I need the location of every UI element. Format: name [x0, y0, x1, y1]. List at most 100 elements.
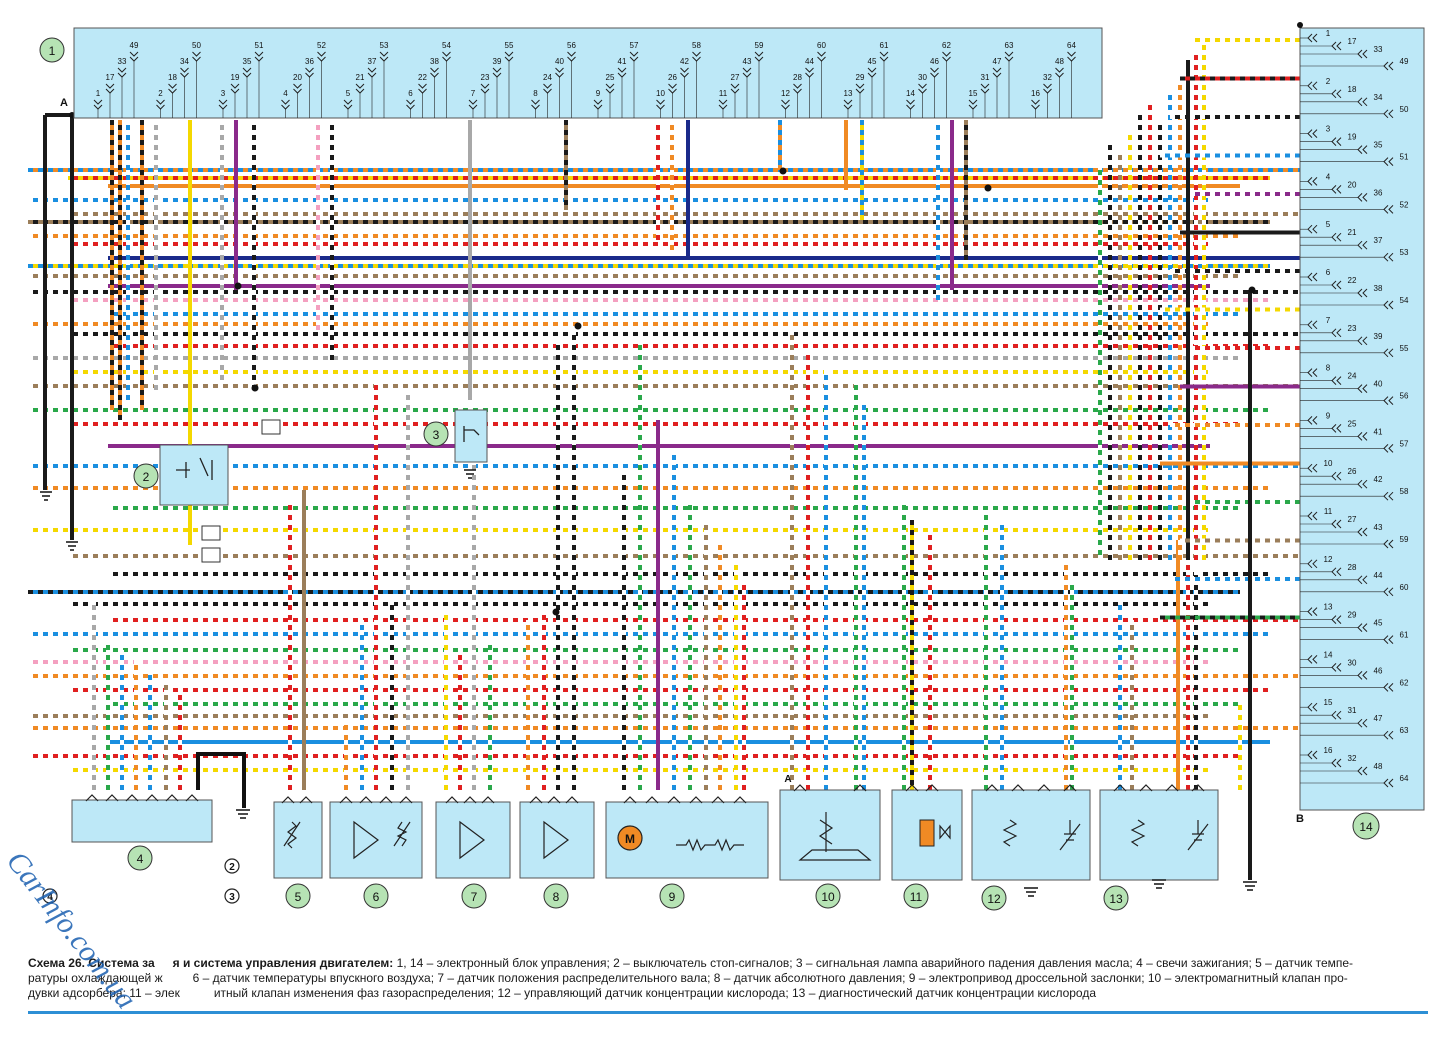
- junction-dot: [779, 167, 787, 175]
- ecu-top-pin-label: 27: [731, 73, 740, 82]
- ecu-top-pin-label: 11: [719, 89, 728, 98]
- ecu-right-pin-label: 27: [1348, 515, 1357, 524]
- connector-chevron-icon: [1063, 784, 1077, 792]
- junction-dot: [574, 322, 582, 330]
- ecu-top-pin-label: 24: [543, 73, 552, 82]
- ecu-top-pin-label: 4: [283, 89, 288, 98]
- plug-ref-label: 4: [47, 892, 53, 903]
- badge-13: [1103, 885, 1129, 911]
- caption-line2b: 6 – датчик температуры впускного воздуха…: [192, 971, 1348, 985]
- ecu-top-pin-label: 41: [618, 57, 627, 66]
- connector-chevron-icon: [165, 794, 179, 802]
- connector-chevron-icon: [565, 796, 579, 804]
- ecu-top-pin-label: 29: [856, 73, 865, 82]
- connector-chevron-icon: [985, 784, 999, 792]
- ecu-top-pin-label: 25: [606, 73, 615, 82]
- ecu-top-pin-label: 9: [596, 89, 601, 98]
- ecu-top-pin-label: 10: [656, 89, 665, 98]
- label-b: B: [1296, 813, 1304, 825]
- connector-chevron-icon: [733, 796, 747, 804]
- connector-chevron-icon: [1113, 784, 1127, 792]
- ecu-right-pin-label: 49: [1400, 57, 1409, 66]
- ecu-right-pin-label: 22: [1348, 276, 1357, 285]
- connector-chevron-icon: [1011, 784, 1025, 792]
- ecu-right-badge: [1352, 812, 1380, 840]
- badge-4-label: 4: [137, 852, 144, 866]
- ecu-right-pin-label: 39: [1374, 332, 1383, 341]
- ecu-right-pin-label: 28: [1348, 563, 1357, 572]
- ecu-right-housing: [1299, 27, 1425, 811]
- brake-switch-2: [159, 444, 229, 506]
- ecu-right-pin-label: 62: [1400, 678, 1409, 687]
- intake-air-sensor-6: [329, 801, 423, 879]
- ecu-top-badge: [39, 37, 65, 63]
- ecu-top-pin-label: 30: [918, 73, 927, 82]
- plug-ref-label: 2: [229, 862, 235, 873]
- connector-chevron-icon: [445, 796, 459, 804]
- ecu-right-pin-label: 5: [1326, 220, 1331, 229]
- ecu-right-pin-label: 31: [1348, 706, 1357, 715]
- valve-symbol-icon: [939, 824, 951, 840]
- ecu-right-pin-label: 23: [1348, 324, 1357, 333]
- ecu-right-pin-label: 25: [1348, 419, 1357, 428]
- ecu-top-pin-label: 46: [930, 57, 939, 66]
- plug-ref-label: 3: [229, 892, 235, 903]
- connector-chevron-icon: [529, 796, 543, 804]
- connector-chevron-icon: [281, 796, 295, 804]
- ecu-right-pin-label: 16: [1324, 746, 1333, 755]
- o2-sensor-13: [1099, 789, 1219, 881]
- connector-chevron-icon: [125, 794, 139, 802]
- caption-line3b: итный клапан изменения фаз газораспредел…: [213, 986, 1097, 1000]
- badge-4: [127, 845, 153, 871]
- heater-icon: [1002, 819, 1018, 847]
- connector-chevron-icon: [463, 796, 477, 804]
- ecu-top-pin-label: 20: [293, 73, 302, 82]
- ecu-right-pin-label: 9: [1326, 411, 1331, 420]
- connector-chevron-icon: [379, 796, 393, 804]
- ecu-top-pin-label: 53: [380, 41, 389, 50]
- ecu-top-pin-label: 51: [255, 41, 264, 50]
- wire-layer: [28, 38, 1300, 880]
- ecu-top-pin-label: 19: [231, 73, 240, 82]
- ecu-right-badge-label: 14: [1359, 820, 1373, 834]
- junction-dot: [552, 608, 560, 616]
- badge-8-label: 8: [553, 890, 560, 904]
- ecu-right-pin-label: 63: [1400, 726, 1409, 735]
- ecu-right-pin-label: 10: [1324, 459, 1333, 468]
- ecu-top-pin-label: 17: [106, 73, 115, 82]
- ecu-right-pin-label: 24: [1348, 372, 1357, 381]
- caption-title: Схема 26. Система за: [28, 956, 155, 970]
- connector-chevron-icon: [1037, 784, 1051, 792]
- ecu-top-pin-label: 14: [906, 89, 915, 98]
- ecu-top-pin-label: 33: [118, 57, 127, 66]
- ground-icon: [1152, 879, 1166, 889]
- junction-dot: [251, 384, 259, 392]
- junction-dot: [1248, 286, 1256, 294]
- ecu-right-pin-label: 61: [1400, 631, 1409, 640]
- ecu-top-pin-label: 61: [880, 41, 889, 50]
- badge-6-label: 6: [373, 890, 380, 904]
- ecu-top-pin-label: 60: [817, 41, 826, 50]
- caption-rule: [28, 1011, 1428, 1014]
- badge-7-label: 7: [471, 890, 478, 904]
- badge-11-label: 11: [910, 890, 923, 904]
- thermistor-icon: [283, 821, 301, 849]
- label-a-small: A: [784, 774, 791, 785]
- ecu-top-pin-label: 13: [844, 89, 853, 98]
- ecu-top-pin-label: 15: [969, 89, 978, 98]
- potentiometer-icon: [676, 838, 744, 852]
- ecu-right-pin-label: 8: [1326, 364, 1331, 373]
- connector-chevron-icon: [905, 784, 919, 792]
- ecu-right-pin-label: 47: [1374, 714, 1383, 723]
- connector-chevron-icon: [1139, 784, 1153, 792]
- ecu-top-pin-label: 62: [942, 41, 951, 50]
- lambda-icon: [1187, 820, 1209, 851]
- ecu-top-pin-label: 44: [805, 57, 814, 66]
- ecu-top-pin-label: 6: [408, 89, 413, 98]
- camshaft-sensor-7: [435, 801, 511, 879]
- ecu-right-pin-label: 7: [1326, 316, 1331, 325]
- junction-dot: [984, 184, 992, 192]
- sensor-amp-icon: [459, 820, 485, 860]
- ecu-right-pin-label: 19: [1348, 133, 1357, 142]
